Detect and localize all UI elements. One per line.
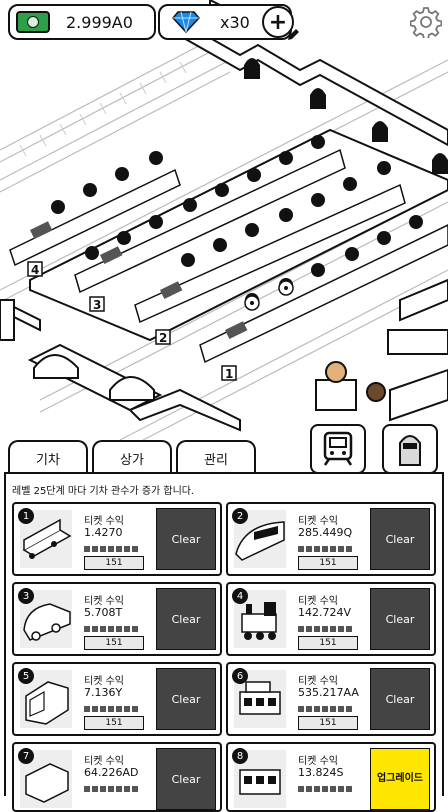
train-card-7[interactable]: 7 티켓 수익 64.226AD Clear (12, 742, 222, 812)
train-card-1[interactable]: 1 티켓 수익 1.4270 151 Clear (12, 502, 222, 576)
train-thumbnail-icon (234, 510, 286, 568)
progress-segments (84, 786, 138, 792)
money-amount: 2.999A0 (66, 12, 133, 32)
train-front-icon (323, 431, 353, 466)
card-number: 2 (232, 508, 248, 524)
ticket-income-label: 티켓 수익 (84, 676, 124, 687)
train-card-3[interactable]: 3 티켓 수익 5.708T 151 Clear (12, 582, 222, 656)
train-thumbnail-icon (20, 510, 72, 568)
ticket-income-value: 64.226AD (84, 766, 139, 779)
progress-segments (84, 546, 138, 552)
track-label-3: 3 (93, 298, 101, 312)
train-card-6[interactable]: 6 티켓 수익 535.217AA 151 Clear (226, 662, 436, 736)
progress-segments (84, 626, 138, 632)
clear-button[interactable]: Clear (370, 588, 430, 650)
gem-count: x30 (220, 12, 250, 32)
ticket-income-value: 535.217AA (298, 686, 359, 699)
card-number: 4 (232, 588, 248, 604)
card-number: 8 (232, 748, 248, 764)
ticket-income-label: 티켓 수익 (298, 756, 338, 767)
ticket-income-label: 티켓 수익 (84, 596, 124, 607)
train-thumbnail-icon (20, 670, 72, 728)
ticket-income-label: 티켓 수익 (84, 516, 124, 527)
level-badge: 151 (298, 636, 358, 650)
tab-bar: 기차 상가 관리 (0, 440, 448, 474)
ticket-income-label: 티켓 수익 (298, 516, 338, 527)
card-number: 5 (18, 668, 34, 684)
track-label-2: 2 (159, 331, 167, 345)
ticket-income-value: 285.449Q (298, 526, 353, 539)
clear-button[interactable]: Clear (156, 748, 216, 810)
card-number: 7 (18, 748, 34, 764)
ticket-income-value: 5.708T (84, 606, 123, 619)
progress-segments (298, 786, 352, 792)
level-badge: 151 (84, 556, 144, 570)
card-number: 1 (18, 508, 34, 524)
track-label-1: 1 (225, 367, 233, 381)
ticket-income-value: 1.4270 (84, 526, 123, 539)
progress-segments (298, 706, 352, 712)
tab-shop-label: 상가 (120, 452, 144, 468)
upgrade-button[interactable]: 업그레이드 (370, 748, 430, 810)
ticket-income-label: 티켓 수익 (298, 596, 338, 607)
progress-segments (298, 546, 352, 552)
money-display: 2.999A0 (8, 4, 156, 40)
tab-train-label: 기차 (36, 452, 60, 468)
diamond-icon (172, 11, 200, 34)
tab-train[interactable]: 기차 (8, 440, 88, 474)
train-yard-scene: 4 3 2 1 (0, 0, 448, 453)
staff-button[interactable] (382, 424, 438, 474)
staff-icon (399, 435, 421, 466)
clear-button[interactable]: Clear (370, 668, 430, 730)
add-gems-button[interactable]: + (262, 6, 294, 38)
clear-button[interactable]: Clear (156, 668, 216, 730)
clear-button[interactable]: Clear (370, 508, 430, 570)
progress-segments (298, 626, 352, 632)
level-badge: 151 (84, 716, 144, 730)
progress-segments (84, 706, 138, 712)
ticket-income-label: 티켓 수익 (298, 676, 338, 687)
level-notice: 레벨 25단계 마다 기차 관수가 증가 합니다. (12, 486, 195, 497)
tab-shop[interactable]: 상가 (92, 440, 172, 474)
tab-manage[interactable]: 관리 (176, 440, 256, 474)
ticket-income-label: 티켓 수익 (84, 756, 124, 767)
tab-manage-label: 관리 (204, 452, 228, 468)
ticket-income-value: 7.136Y (84, 686, 123, 699)
train-card-8[interactable]: 8 티켓 수익 13.824S 업그레이드 (226, 742, 436, 812)
plus-label: + (268, 9, 288, 35)
card-number: 3 (18, 588, 34, 604)
clear-button[interactable]: Clear (156, 508, 216, 570)
train-card-2[interactable]: 2 티켓 수익 285.449Q 151 Clear (226, 502, 436, 576)
level-badge: 151 (298, 716, 358, 730)
train-card-5[interactable]: 5 티켓 수익 7.136Y 151 Clear (12, 662, 222, 736)
level-badge: 151 (298, 556, 358, 570)
level-badge: 151 (84, 636, 144, 650)
ticket-income-value: 13.824S (298, 766, 344, 779)
settings-gear-icon[interactable] (410, 6, 442, 38)
track-label-4: 4 (31, 263, 39, 277)
ticket-income-value: 142.724V (298, 606, 352, 619)
clear-button[interactable]: Clear (156, 588, 216, 650)
cash-icon (16, 11, 50, 33)
card-number: 6 (232, 668, 248, 684)
train-card-4[interactable]: 4 티켓 수익 142.724V 151 Clear (226, 582, 436, 656)
pencil-icon (288, 29, 299, 40)
